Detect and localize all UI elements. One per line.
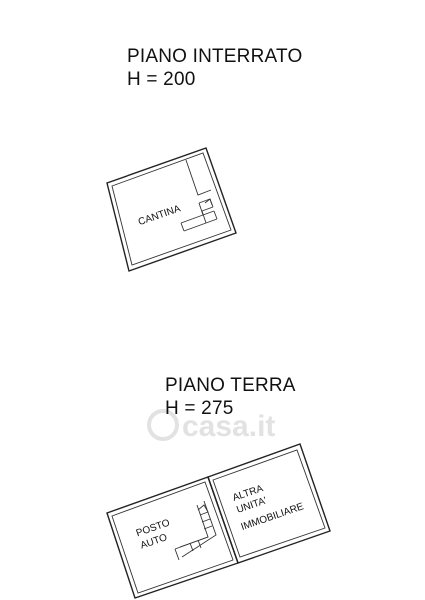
level-height: H = 275 [165, 398, 234, 419]
cantina-outer-wall [106, 147, 237, 272]
level-title: PIANO TERRA [165, 375, 296, 396]
room-label-cantina: CANTINA [137, 203, 182, 228]
level-height: H = 200 [127, 69, 196, 90]
stair-arrow-icon [204, 198, 213, 206]
level-title: PIANO INTERRATO [127, 46, 303, 67]
posto-auto-inner-wall [111, 481, 234, 594]
casa-it-watermark: casa.it [147, 409, 275, 443]
level-heading-interrato: PIANO INTERRATO H = 200 [127, 45, 302, 91]
plan-terra: POSTO AUTO ALTRA UNITA' IMMOBILIARE [106, 443, 331, 599]
watermark-logo-icon [147, 409, 179, 441]
altra-unita-inner-wall [212, 449, 326, 558]
watermark-text: casa.it [182, 410, 275, 443]
terra-staircase [174, 500, 217, 561]
cantina-inner-wall [111, 152, 232, 266]
cantina-staircase [180, 198, 218, 232]
terra-stair-arrow-icon [197, 504, 209, 513]
level-heading-terra: PIANO TERRA H = 275 [165, 374, 296, 420]
cantina-partition [185, 159, 212, 196]
plan-interrato: CANTINA [106, 147, 237, 272]
altra-unita-outer-wall [207, 443, 331, 564]
